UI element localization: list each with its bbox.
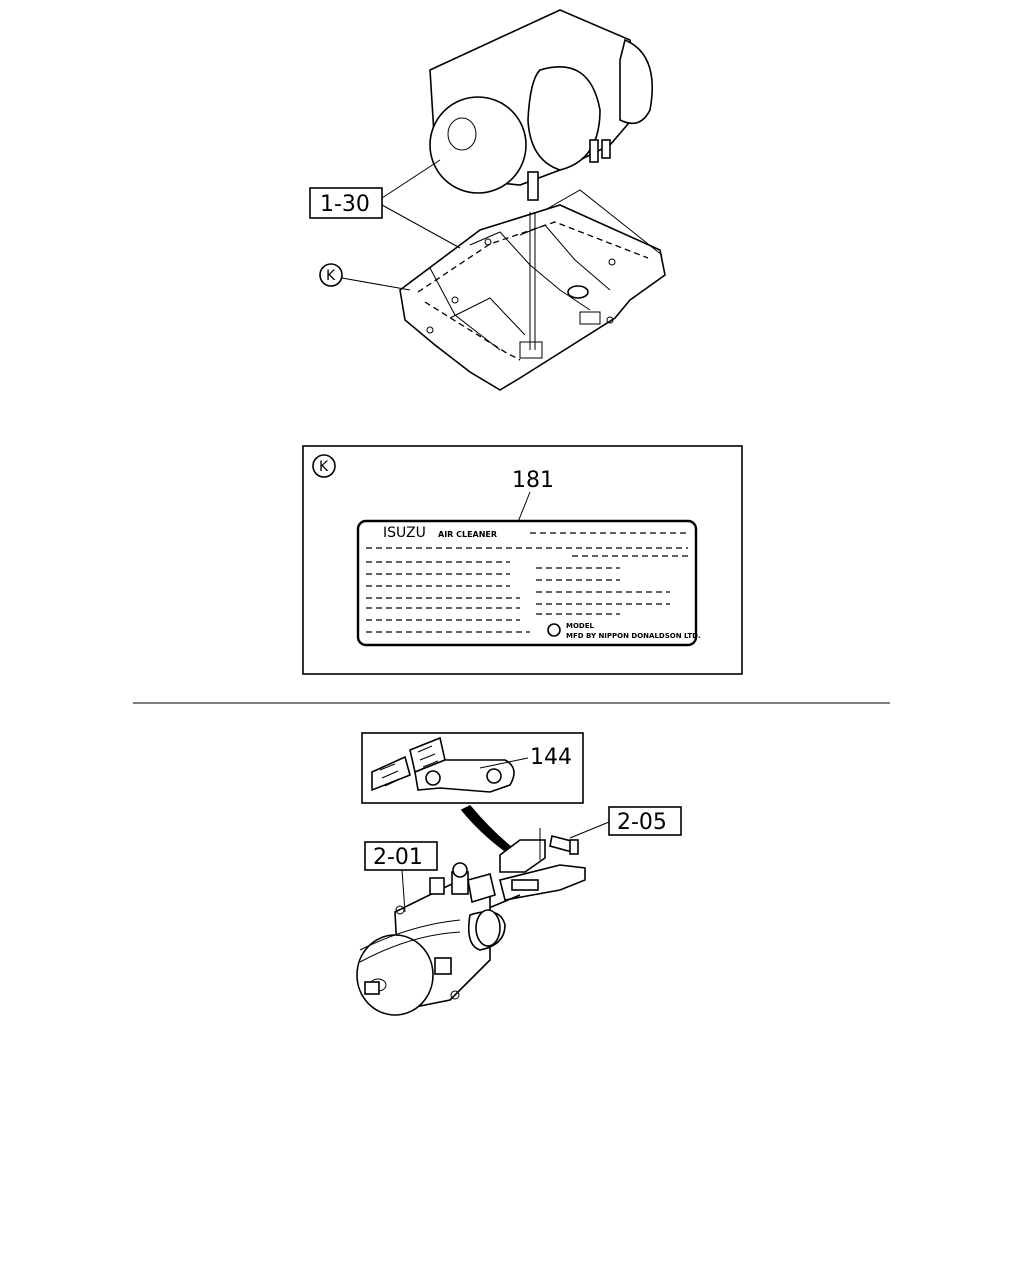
callout-box-2-01[interactable] [364,841,438,871]
callout-2-01-group: 2-01 [364,841,438,913]
bolt-2-05-group: 2-05 [549,806,682,855]
bracket-144 [371,755,411,792]
part-number-144: 144 [530,745,572,770]
detail-marker-k-label: K [326,268,336,284]
plate-maker: MFD BY NIPPON DONALDSON LTD. [566,632,701,640]
callout-box-2-05[interactable] [608,806,682,836]
callout-box-1-30[interactable] [309,187,383,219]
detail-marker-k[interactable] [319,263,343,287]
air-cleaner-figure: 1-30 K [309,9,666,391]
cylinder-end-cap [356,934,434,1016]
plate-title: AIR CLEANER [438,530,497,539]
part-number-181: 181 [512,468,554,493]
detail-k-marker [312,454,336,478]
brake-cylinder-assembly [356,828,586,1016]
plate-model-label: MODEL [566,622,595,630]
callout-1-30: 1-30 [320,192,370,217]
bracket-inset: 144 [361,732,584,851]
detail-k-marker-label: K [319,459,329,475]
plate-brand: ISUZU [383,525,426,541]
callout-2-01: 2-01 [373,845,423,870]
mounting-plate [399,204,666,391]
detail-k-frame: K 181 ISUZU AIR CLEANER MODEL MFD BY NIP… [302,445,743,675]
maker-logo-icon [547,623,561,637]
callout-2-05: 2-05 [617,810,667,835]
